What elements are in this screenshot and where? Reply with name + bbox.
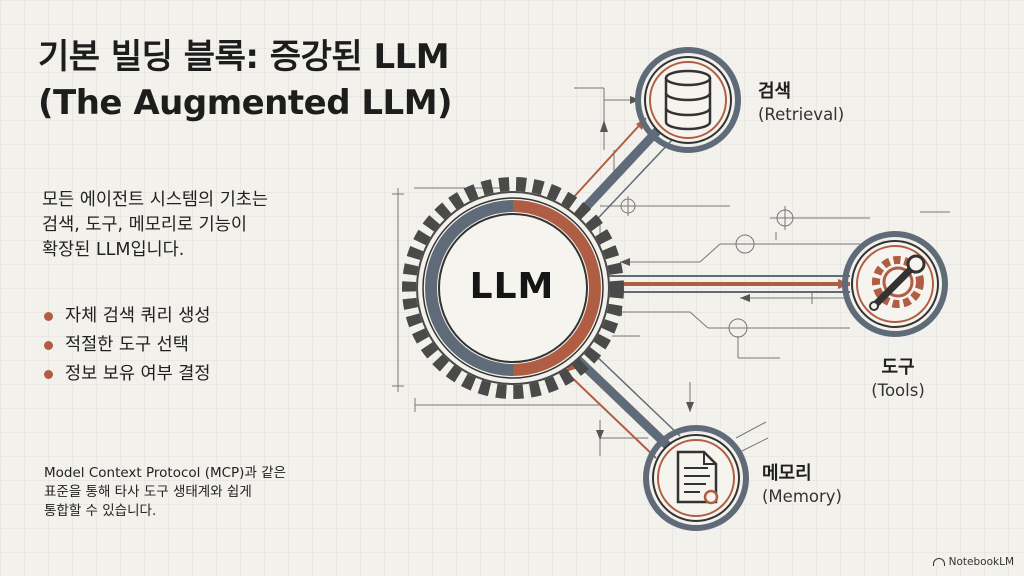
title-line-1: 기본 빌딩 블록: 증강된 LLM — [38, 37, 450, 77]
footnote-line-2: 표준을 통해 타사 도구 생태계와 쉽게 — [44, 484, 252, 500]
memory-label-en: (Memory) — [762, 487, 842, 506]
title-line-2: (The Augmented LLM) — [38, 83, 453, 123]
wrench-gear-icon — [869, 254, 926, 311]
bullet-item: 자체 검색 쿼리 생성 — [44, 302, 211, 331]
memory-label: 메모리 (Memory) — [762, 462, 842, 508]
memory-connector — [565, 349, 681, 459]
memory-node — [643, 425, 749, 531]
intro-paragraph: 모든 에이전트 시스템의 기초는 검색, 도구, 메모리로 기능이 확장된 LL… — [42, 188, 342, 263]
memory-label-ko: 메모리 — [762, 463, 812, 484]
retrieval-label-ko: 검색 — [758, 81, 792, 102]
tools-label-ko: 도구 — [881, 357, 915, 378]
footnote-line-3: 통합할 수 있습니다. — [44, 503, 157, 519]
document-icon — [676, 450, 719, 505]
intro-line-2: 검색, 도구, 메모리로 기능이 — [42, 215, 247, 235]
bullet-dot-icon — [44, 312, 53, 321]
tools-label: 도구 (Tools) — [850, 356, 946, 402]
bullet-dot-icon — [44, 370, 53, 379]
notebooklm-logo-icon — [932, 558, 945, 566]
bullet-text: 자체 검색 쿼리 생성 — [65, 306, 211, 326]
page-title: 기본 빌딩 블록: 증강된 LLM (The Augmented LLM) — [38, 34, 453, 126]
retrieval-label: 검색 (Retrieval) — [758, 80, 844, 126]
brand-text: NotebookLM — [948, 556, 1014, 568]
footnote: Model Context Protocol (MCP)과 같은 표준을 통해 … — [44, 464, 384, 521]
retrieval-node — [635, 47, 741, 153]
tools-connector — [600, 275, 850, 293]
bullet-item: 적절한 도구 선택 — [44, 331, 211, 360]
retrieval-label-en: (Retrieval) — [758, 105, 845, 124]
tools-label-en: (Tools) — [871, 381, 925, 400]
bullet-list: 자체 검색 쿼리 생성 적절한 도구 선택 정보 보유 여부 결정 — [44, 302, 211, 389]
bullet-dot-icon — [44, 341, 53, 350]
drafting-lines — [392, 87, 950, 456]
notebooklm-watermark: NotebookLM — [932, 556, 1014, 568]
tools-node — [842, 231, 948, 337]
llm-hub — [402, 177, 624, 399]
bullet-text: 정보 보유 여부 결정 — [65, 364, 211, 384]
database-icon — [664, 69, 712, 131]
intro-line-3: 확장된 LLM입니다. — [42, 240, 185, 260]
bullet-text: 적절한 도구 선택 — [65, 335, 189, 355]
intro-line-1: 모든 에이전트 시스템의 기초는 — [42, 190, 268, 210]
footnote-line-1: Model Context Protocol (MCP)과 같은 — [44, 465, 286, 481]
llm-label: LLM — [469, 266, 555, 307]
bullet-item: 정보 보유 여부 결정 — [44, 360, 211, 389]
